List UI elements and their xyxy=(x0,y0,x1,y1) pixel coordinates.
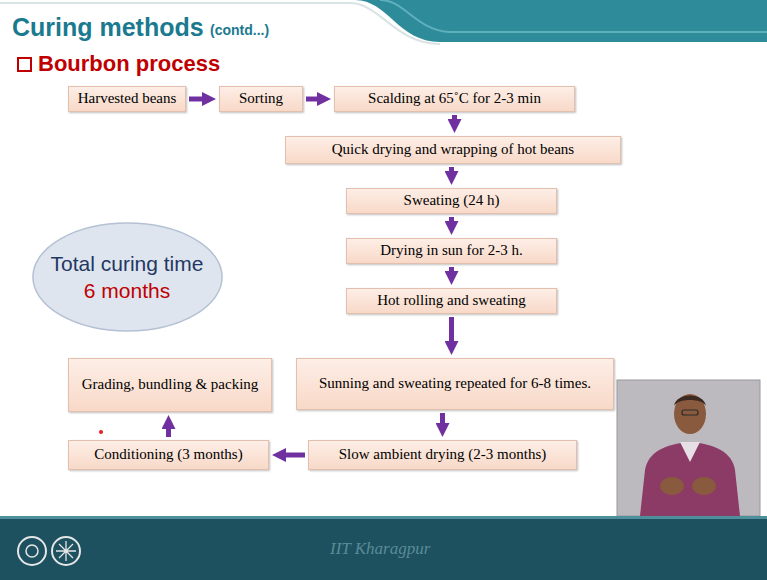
flow-arrow xyxy=(189,97,208,102)
step-text: Hot rolling and sweating xyxy=(377,292,526,309)
ellipse-outline xyxy=(31,222,224,332)
process-box: Conditioning (3 months) xyxy=(68,440,269,470)
process-box: Sorting xyxy=(219,86,303,112)
step-text: Quick drying and wrapping of hot beans xyxy=(332,141,574,158)
summary-value: 6 months xyxy=(84,277,170,304)
watermark: IIT Kharagpur xyxy=(330,539,430,559)
process-box: Drying in sun for 2-3 h. xyxy=(346,238,557,264)
step-text: Sweating (24 h) xyxy=(404,192,500,209)
header-curve xyxy=(380,0,767,32)
section-heading: Bourbon process xyxy=(38,51,220,77)
step-text: Grading, bundling & packing xyxy=(82,376,259,393)
step-text: Conditioning (3 months) xyxy=(94,446,242,463)
flow-arrow xyxy=(440,413,445,429)
flow-arrow xyxy=(449,167,454,177)
step-text: Scalding at 65˚C for 2-3 min xyxy=(368,90,541,107)
summary-ellipse: Total curing time6 months xyxy=(31,222,224,332)
process-box: Sunning and sweating repeated for 6-8 ti… xyxy=(296,358,614,410)
logo-icons xyxy=(18,537,80,565)
flow-arrow xyxy=(449,267,454,277)
step-text: Drying in sun for 2-3 h. xyxy=(380,242,523,259)
step-text: Slow ambient drying (2-3 months) xyxy=(339,446,546,463)
footer-bar xyxy=(0,516,767,580)
process-box: Scalding at 65˚C for 2-3 min xyxy=(334,86,575,112)
step-text: Harvested beans xyxy=(78,90,177,107)
flow-arrow xyxy=(449,317,454,347)
process-box: Harvested beans xyxy=(68,86,186,112)
pointer-dot xyxy=(99,430,103,434)
header-band xyxy=(355,0,767,42)
process-box: Grading, bundling & packing xyxy=(68,358,272,412)
title-suffix: (contd...) xyxy=(210,22,269,38)
flow-arrow xyxy=(452,115,457,125)
process-box: Quick drying and wrapping of hot beans xyxy=(285,136,621,164)
bullet-square xyxy=(18,58,31,71)
flow-arrow xyxy=(306,97,323,102)
footer-strip xyxy=(0,516,767,519)
slide-title: Curing methods xyxy=(12,13,204,42)
flow-arrow xyxy=(166,423,171,437)
process-box: Hot rolling and sweating xyxy=(346,288,557,314)
process-box: Sweating (24 h) xyxy=(346,188,557,214)
presenter-picture xyxy=(617,380,760,516)
flow-arrow xyxy=(449,217,454,227)
header-line xyxy=(0,3,440,44)
step-text: Sunning and sweating repeated for 6-8 ti… xyxy=(319,375,591,392)
step-text: Sorting xyxy=(239,90,283,107)
process-box: Slow ambient drying (2-3 months) xyxy=(308,440,577,470)
summary-heading: Total curing time xyxy=(51,250,204,277)
flow-arrow xyxy=(280,453,305,458)
